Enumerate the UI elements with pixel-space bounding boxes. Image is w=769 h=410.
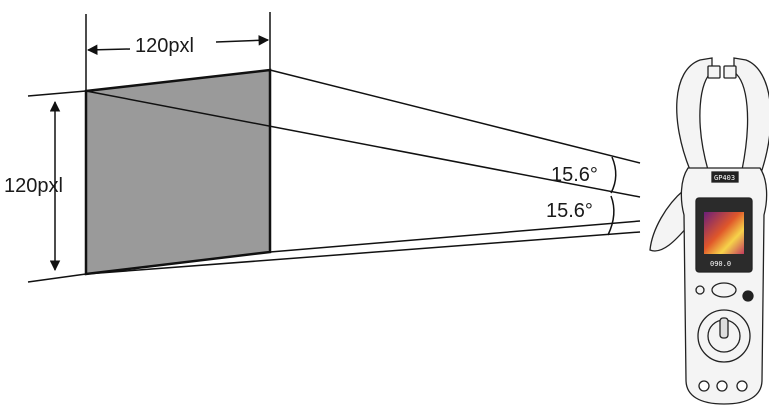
clamp-trigger	[649, 188, 689, 252]
angle-upper-label: 15.6°	[551, 164, 598, 186]
target-area	[84, 68, 272, 276]
clamp-meter	[649, 57, 769, 405]
width-arrow-right	[215, 35, 270, 46]
height-label: 120pxl	[4, 175, 63, 197]
terminal-3	[736, 380, 748, 392]
jaw-tip-left	[707, 65, 721, 79]
angle-arc-upper	[610, 156, 617, 194]
guide-line-top	[27, 90, 87, 97]
fov-ray-top	[269, 69, 641, 164]
fov-ray-bottom	[85, 231, 641, 275]
terminal-1	[698, 380, 710, 392]
thermal-display	[704, 212, 744, 254]
width-label: 120pxl	[135, 35, 194, 57]
model-badge-bg	[711, 171, 739, 183]
display-reading: 090.0	[710, 260, 731, 268]
side-button-right	[742, 290, 754, 302]
fov-ray-lower	[269, 220, 641, 253]
width-arrow-left	[86, 44, 131, 56]
jaw-tip-right	[723, 65, 737, 79]
clamp-jaws	[676, 57, 713, 171]
nav-button	[711, 282, 737, 298]
fov-ray-center	[85, 90, 641, 198]
side-button-left	[695, 285, 705, 295]
angle-lower-label: 15.6°	[546, 200, 593, 222]
dial-pointer	[719, 317, 729, 339]
clamp-jaws-right	[733, 57, 769, 171]
terminal-2	[716, 380, 728, 392]
model-badge-text: GP403	[714, 174, 735, 182]
guide-line-bottom	[27, 273, 87, 283]
angle-arc-lower	[607, 195, 615, 236]
